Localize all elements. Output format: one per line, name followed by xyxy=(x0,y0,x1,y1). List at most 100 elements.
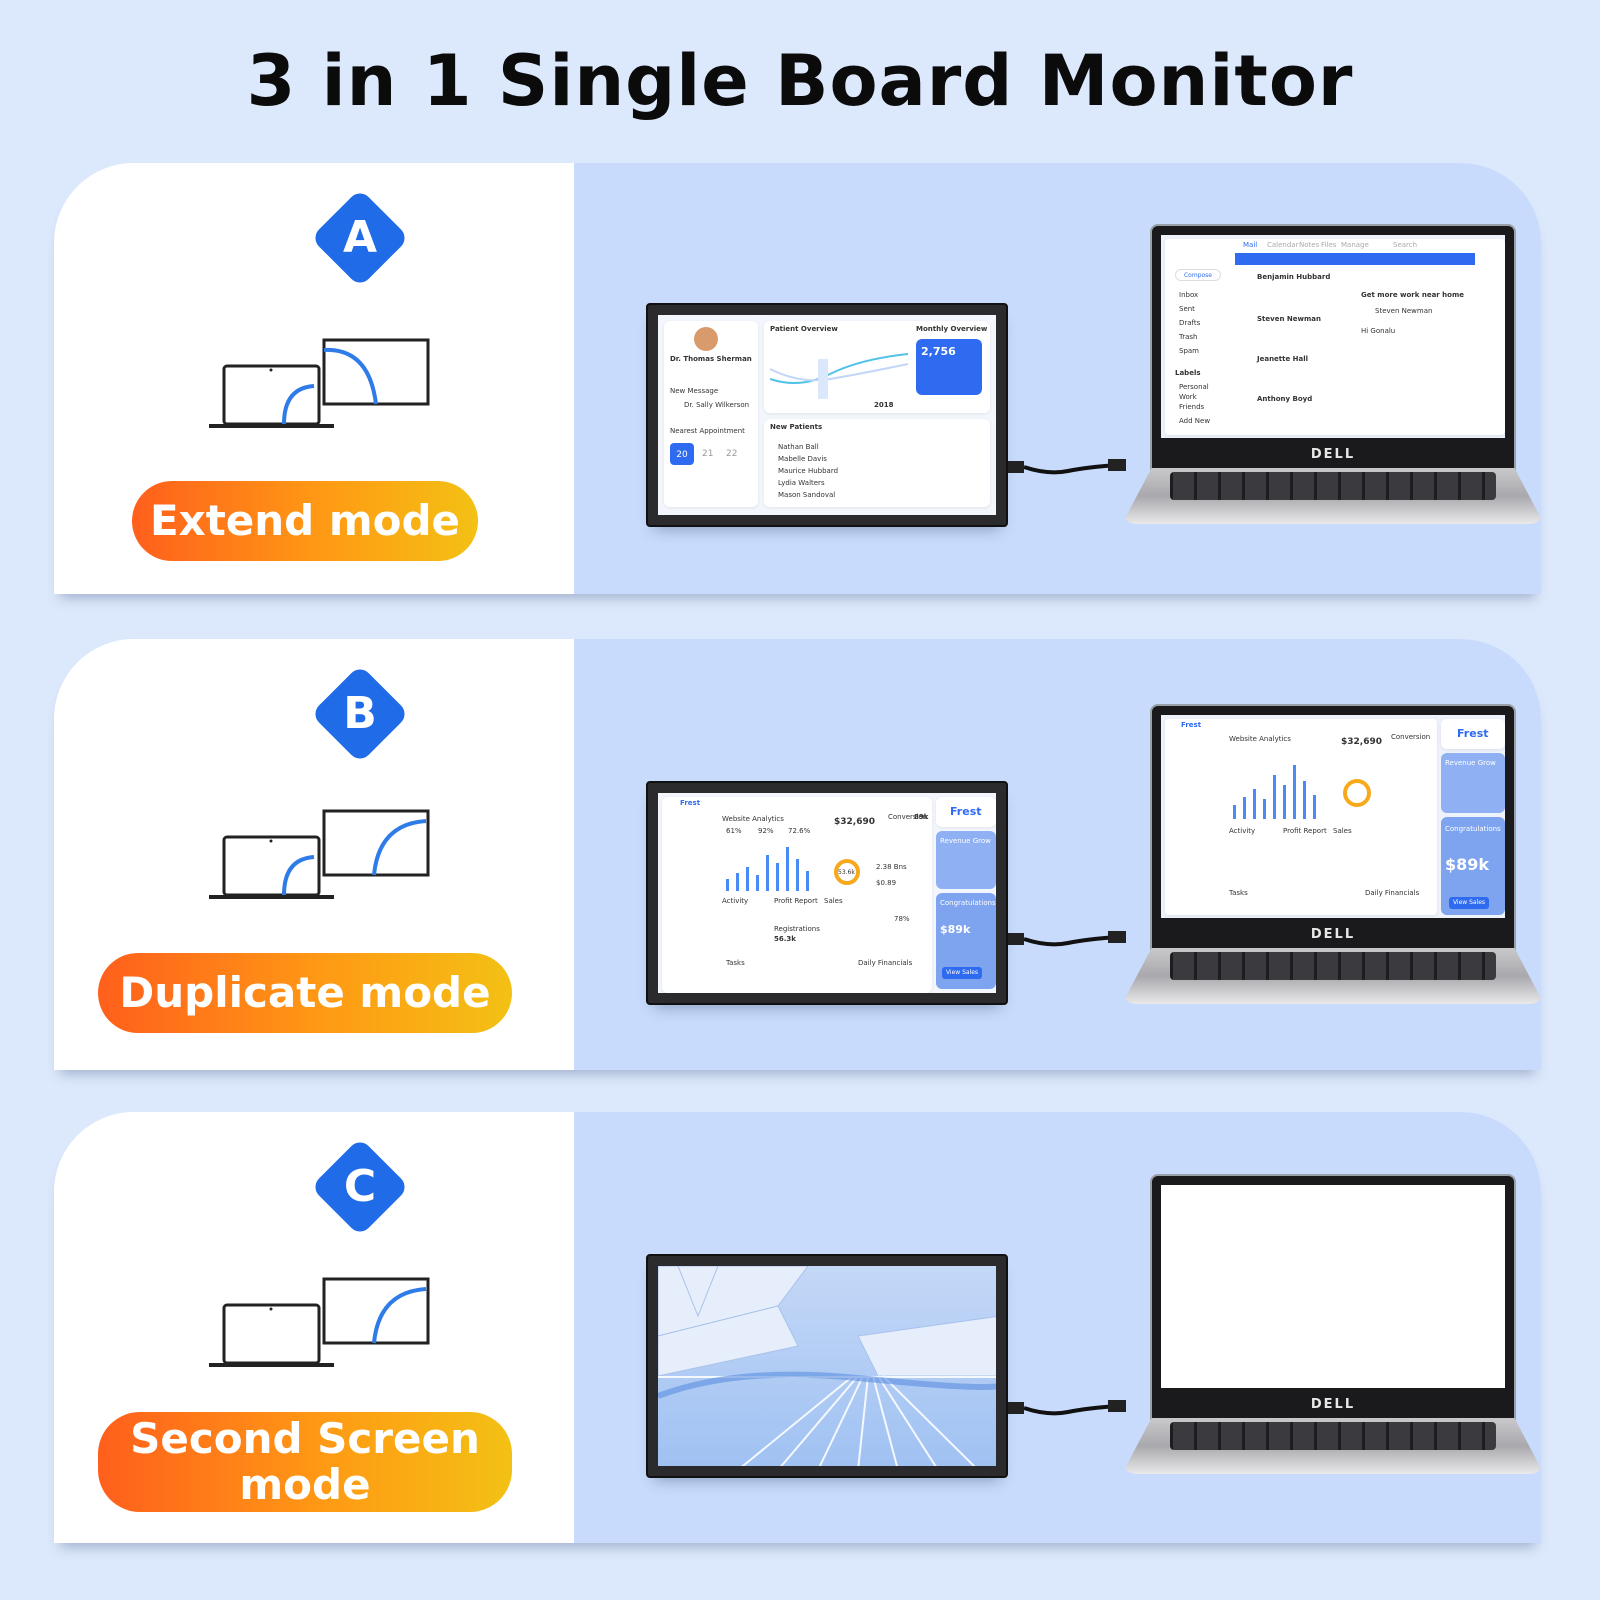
mode-text: Duplicate mode xyxy=(119,967,491,1017)
duplicate-mode-icon xyxy=(209,809,430,899)
folder-spam[interactable]: Spam xyxy=(1179,347,1199,355)
mail-item[interactable]: Jeanette Hall xyxy=(1257,355,1309,363)
sales-title: Sales xyxy=(1333,827,1352,835)
laptop: DELL xyxy=(1150,1174,1516,1420)
table-row[interactable]: Mason Sandoval xyxy=(778,491,836,499)
conversion-title: Conversion xyxy=(1391,733,1431,741)
stat-number: 2,756 xyxy=(921,345,956,358)
stat-value: 72.6% xyxy=(788,827,811,835)
usb-cable xyxy=(1008,931,1126,947)
label-personal[interactable]: Personal xyxy=(1179,383,1209,391)
external-monitor: Dr. Thomas Sherman New Message Dr. Sally… xyxy=(646,303,1008,527)
bar-chart xyxy=(726,847,809,891)
financials-title: Daily Financials xyxy=(858,959,913,967)
wallpaper-image xyxy=(658,1266,996,1466)
revenue-title: Revenue Grow xyxy=(1445,759,1496,767)
registrations-title: Registrations xyxy=(774,925,820,933)
analytics-title: Website Analytics xyxy=(722,815,784,823)
congrats-title: Congratulations xyxy=(940,899,996,907)
table-row[interactable]: Nathan Ball xyxy=(778,443,819,451)
laptop-base xyxy=(1122,1418,1541,1474)
view-sales-button[interactable]: View Sales xyxy=(1449,897,1489,909)
brand-small: Frest xyxy=(680,799,701,807)
profit-title: Profit Report xyxy=(1283,827,1327,835)
percent-value: 78% xyxy=(894,915,910,923)
compose-button[interactable]: Compose xyxy=(1175,269,1221,281)
stat-value: 92% xyxy=(758,827,774,835)
folder-drafts[interactable]: Drafts xyxy=(1179,319,1201,327)
tab-notes[interactable]: Notes xyxy=(1299,241,1320,249)
year-label: 2018 xyxy=(874,401,894,409)
duplicate-mode-label: Duplicate mode xyxy=(98,953,512,1033)
panel-left: B Duplicate mode xyxy=(54,639,574,1070)
brand-name: Frest xyxy=(950,805,982,818)
add-label-button[interactable]: Add New xyxy=(1179,417,1211,425)
stat-value: 61% xyxy=(726,827,742,835)
activity-title: Activity xyxy=(1229,827,1256,835)
folder-trash[interactable]: Trash xyxy=(1179,333,1198,341)
mail-from: Steven Newman xyxy=(1375,307,1433,315)
view-sales-button[interactable]: View Sales xyxy=(942,967,982,979)
activity-title: Activity xyxy=(722,897,749,905)
extend-mode-label: Extend mode xyxy=(132,481,478,561)
appointment-title: Nearest Appointment xyxy=(670,427,745,435)
external-monitor xyxy=(646,1254,1008,1478)
stat-card: 2,756 xyxy=(916,339,982,395)
tab-files[interactable]: Files xyxy=(1321,241,1337,249)
dell-logo: DELL xyxy=(1310,447,1356,462)
tab-manage[interactable]: Manage xyxy=(1341,241,1369,249)
mail-item[interactable]: Anthony Boyd xyxy=(1257,395,1313,403)
dashboard: Frest Website Analytics 61% 92% 72.6% xyxy=(662,797,932,993)
mail-item[interactable]: Steven Newman xyxy=(1257,315,1321,323)
dell-logo: DELL xyxy=(1310,927,1356,942)
tasks-title: Tasks xyxy=(726,959,745,967)
badge-letter: B xyxy=(343,688,377,739)
table-row[interactable]: Maurice Hubbard xyxy=(778,467,839,475)
extend-mode-icon xyxy=(209,338,430,428)
tab-mail[interactable]: Mail xyxy=(1243,241,1258,249)
day[interactable]: 21 xyxy=(702,449,714,459)
panel-left: A Extend mode xyxy=(54,163,574,594)
doctor-name: Dr. Thomas Sherman xyxy=(670,355,752,363)
external-monitor: Frest Website Analytics 61% 92% 72.6% xyxy=(646,781,1008,1005)
label-friends[interactable]: Friends xyxy=(1179,403,1205,411)
laptop-screen-blank xyxy=(1161,1185,1505,1388)
laptop-base xyxy=(1122,948,1541,1004)
panel-right: Dr. Thomas Sherman New Message Dr. Sally… xyxy=(574,163,1541,594)
congrats-title: Congratulations xyxy=(1445,825,1501,833)
big-money: $89k xyxy=(1445,855,1490,874)
table-row[interactable]: Lydia Walters xyxy=(778,479,825,487)
labels-title: Labels xyxy=(1175,369,1201,377)
financials-title: Daily Financials xyxy=(1365,889,1420,897)
mail-item[interactable]: Benjamin Hubbard xyxy=(1257,273,1331,281)
ring-chart xyxy=(834,859,860,885)
table-row[interactable]: Mabelle Davis xyxy=(778,455,827,463)
analytics-title: Website Analytics xyxy=(1229,735,1291,743)
label-work[interactable]: Work xyxy=(1179,393,1197,401)
second-screen-mode-icon xyxy=(209,1277,430,1367)
small-value: 2.38 Bns xyxy=(876,863,907,871)
panel-duplicate: B Duplicate mode Frest Website Analytics… xyxy=(54,639,1541,1070)
conversion-value: 89k xyxy=(914,813,929,821)
folder-inbox[interactable]: Inbox xyxy=(1179,291,1199,299)
mail-banner xyxy=(1235,253,1475,265)
registrations-value: 56.3k xyxy=(774,935,796,943)
laptop-base xyxy=(1122,468,1541,524)
laptop: Mail Calendar Notes Files Manage Search … xyxy=(1150,224,1516,470)
keyboard xyxy=(1170,472,1496,500)
bar-chart xyxy=(1233,765,1316,819)
day[interactable]: 22 xyxy=(726,449,738,459)
folder-sent[interactable]: Sent xyxy=(1179,305,1195,313)
patients-table: New Patients Nathan Ball Mabelle Davis M… xyxy=(764,419,990,507)
amount: $32,690 xyxy=(834,817,875,827)
mode-text: Extend mode xyxy=(149,495,461,545)
dell-logo: DELL xyxy=(1310,1397,1356,1412)
ring-chart xyxy=(1343,779,1371,807)
small-value: $0.89 xyxy=(876,879,897,887)
search-input[interactable]: Search xyxy=(1393,241,1418,249)
tab-calendar[interactable]: Calendar xyxy=(1267,241,1299,249)
day-selected[interactable]: 20 xyxy=(670,443,694,465)
revenue-card: Revenue Grow xyxy=(1441,753,1505,813)
laptop-screen: Mail Calendar Notes Files Manage Search … xyxy=(1161,235,1505,438)
panel-left: C Second Screen mode xyxy=(54,1112,574,1543)
